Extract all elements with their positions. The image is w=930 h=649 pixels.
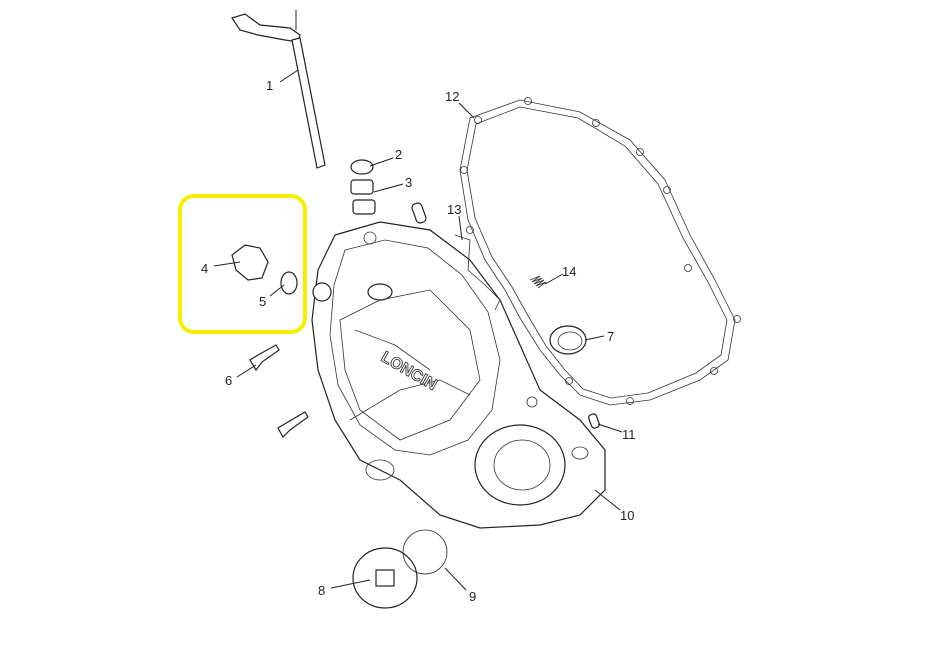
- gasket-12: [459, 99, 736, 406]
- callout-13: 13: [447, 202, 461, 217]
- callout-6: 6: [225, 373, 232, 388]
- cap-8-hex: [375, 569, 395, 587]
- washer-2: [350, 159, 374, 175]
- bearing-3b: [352, 199, 376, 215]
- callout-12: 12: [445, 89, 459, 104]
- callout-5: 5: [259, 294, 266, 309]
- bolt-6: [249, 344, 280, 372]
- oil-filler-plug-4: [231, 244, 269, 281]
- o-ring-9: [402, 529, 448, 575]
- shift-shaft-1: [231, 10, 326, 169]
- dowel-pin: [411, 202, 427, 224]
- callout-8: 8: [318, 583, 325, 598]
- callout-11: 11: [622, 427, 636, 442]
- spring-14: [529, 275, 547, 289]
- callout-14: 14: [562, 264, 576, 279]
- callout-4: 4: [201, 261, 208, 276]
- bearing-3: [350, 179, 374, 195]
- leader-lines: [213, 69, 623, 591]
- callout-2: 2: [395, 147, 402, 162]
- gasket-bolt-holes: [460, 97, 741, 405]
- bolt-6b: [277, 411, 309, 438]
- o-ring-5: [280, 271, 298, 295]
- highlight-box: [178, 194, 307, 334]
- callout-9: 9: [469, 589, 476, 604]
- callout-3: 3: [405, 175, 412, 190]
- pin-11: [588, 413, 600, 429]
- callout-10: 10: [620, 508, 634, 523]
- callout-7: 7: [607, 329, 614, 344]
- callout-1: 1: [266, 78, 273, 93]
